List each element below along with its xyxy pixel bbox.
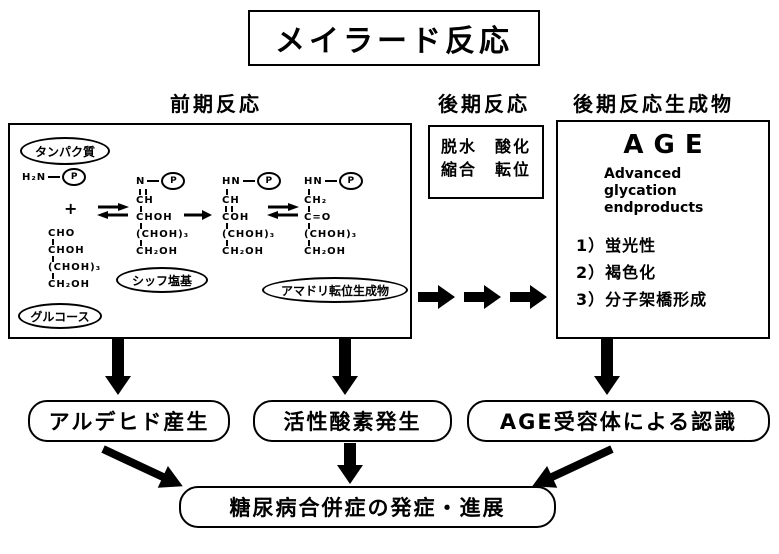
down-arrow-icon (105, 338, 131, 395)
amine-group: HN P (304, 172, 363, 190)
reaction-arrow-icon (184, 210, 212, 220)
age-property-2: 2）褐色化 (576, 263, 657, 282)
down-arrow-icon (337, 443, 363, 484)
amine-group: HN P (222, 172, 281, 190)
bond-line-icon (242, 180, 255, 182)
glucose-structure: CHO CHOH (CHOH)₃ CH₂OH (48, 228, 101, 290)
formula-line: (CHOH)₃ (136, 229, 190, 240)
age-full-line: glycation (604, 183, 677, 199)
formula-line: (CHOH)₃ (304, 229, 358, 240)
single-bond-icon (308, 240, 310, 246)
single-bond-icon (52, 256, 54, 262)
equilibrium-arrows-icon (97, 203, 129, 219)
age-title: AGE (623, 130, 713, 160)
imine-group: N P (136, 172, 189, 190)
single-bond-icon (140, 240, 142, 246)
protein-symbol: P (256, 172, 281, 190)
late-reaction-box: 脱水 酸化 縮合 転位 (428, 125, 544, 199)
formula-line: CH₂OH (304, 246, 346, 257)
hn-label: HN (222, 175, 241, 187)
double-bond-icon (139, 189, 147, 195)
single-bond-icon (140, 223, 142, 229)
down-arrow-icon (594, 338, 620, 395)
protein-symbol: P (161, 172, 186, 190)
page-title: メイラード反応 (248, 10, 540, 66)
single-bond-icon (52, 239, 54, 245)
outcome-reactive-oxygen-box: 活性酸素発生 (253, 400, 452, 442)
bond-line-icon (48, 176, 61, 178)
outcome-aldehyde-box: アルデヒド産生 (28, 400, 230, 442)
formula-line: CH (136, 195, 154, 206)
outcome-age-receptor-box: AGE受容体による認識 (467, 400, 770, 442)
formula-line: (CHOH)₃ (222, 229, 276, 240)
nitrogen-label: N (136, 175, 146, 187)
protein-amine-group: H₂N P (22, 168, 87, 186)
down-arrow-icon (332, 338, 358, 395)
single-bond-icon (140, 206, 142, 212)
formula-line: C=O (304, 212, 332, 223)
single-bond-icon (308, 206, 310, 212)
bond-line-icon (147, 180, 160, 182)
header-early-reaction: 前期反応 (170, 92, 262, 116)
formula-line: (CHOH)₃ (48, 262, 102, 273)
hn-label: HN (304, 175, 323, 187)
age-property-3: 3）分子架橋形成 (576, 290, 708, 309)
age-full-name: Advanced glycation endproducts (604, 166, 703, 217)
flow-arrow-right-icon (510, 285, 547, 309)
formula-line: CH₂OH (136, 246, 178, 257)
formula-line: CH₂ (304, 195, 328, 206)
late-reaction-line2: 縮合 転位 (440, 160, 531, 179)
diagonal-arrow-down-right-icon (101, 445, 183, 488)
schiff-base-oval: シッフ塩基 (116, 267, 208, 293)
age-property-list: 1）蛍光性 2）褐色化 3）分子架橋形成 (576, 232, 707, 313)
late-reaction-line1: 脱水 酸化 (440, 137, 531, 156)
amine-formula: H₂N (22, 171, 47, 183)
formula-line: CH (222, 195, 240, 206)
diagonal-arrow-down-left-icon (532, 445, 614, 488)
single-bond-icon (308, 223, 310, 229)
age-full-line: endproducts (604, 200, 704, 216)
age-property-1: 1）蛍光性 (576, 236, 657, 255)
formula-line: COH (222, 212, 250, 223)
protein-symbol: P (338, 172, 363, 190)
formula-line: CHOH (48, 245, 85, 256)
flow-arrow-right-icon (464, 285, 501, 309)
early-reaction-box: タンパク質 H₂N P + CHO CHOH (CHOH)₃ CH₂OH グルコ… (8, 123, 412, 339)
single-bond-icon (308, 189, 310, 195)
schiff-base-structure: N P CH CHOH (CHOH)₃ CH₂OH (136, 172, 190, 257)
age-products-box: AGE Advanced glycation endproducts 1）蛍光性… (556, 120, 770, 339)
formula-line: CH₂OH (48, 279, 90, 290)
formula-line: CHOH (136, 212, 173, 223)
equilibrium-arrows-icon (267, 203, 299, 219)
protein-oval: タンパク質 (20, 137, 110, 165)
single-bond-icon (52, 273, 54, 279)
flow-arrow-right-icon (418, 285, 455, 309)
protein-symbol: P (62, 168, 87, 186)
single-bond-icon (226, 189, 228, 195)
glucose-oval: グルコース (18, 303, 102, 329)
formula-line: CHO (48, 228, 76, 239)
age-full-line: Advanced (604, 166, 682, 182)
bond-line-icon (324, 180, 337, 182)
plus-sign: + (64, 199, 78, 218)
formula-line: CH₂OH (222, 246, 264, 257)
enol-structure: HN P CH COH (CHOH)₃ CH₂OH (222, 172, 281, 257)
header-late-reaction: 後期反応 (438, 92, 530, 116)
single-bond-icon (226, 223, 228, 229)
amadori-product-oval: アマドリ転位生成物 (262, 277, 408, 303)
result-diabetic-complications-box: 糖尿病合併症の発症・進展 (179, 486, 556, 528)
double-bond-icon (225, 206, 233, 212)
header-late-products: 後期反応生成物 (573, 92, 734, 116)
single-bond-icon (226, 240, 228, 246)
amadori-structure: HN P CH₂ C=O (CHOH)₃ CH₂OH (304, 172, 363, 257)
